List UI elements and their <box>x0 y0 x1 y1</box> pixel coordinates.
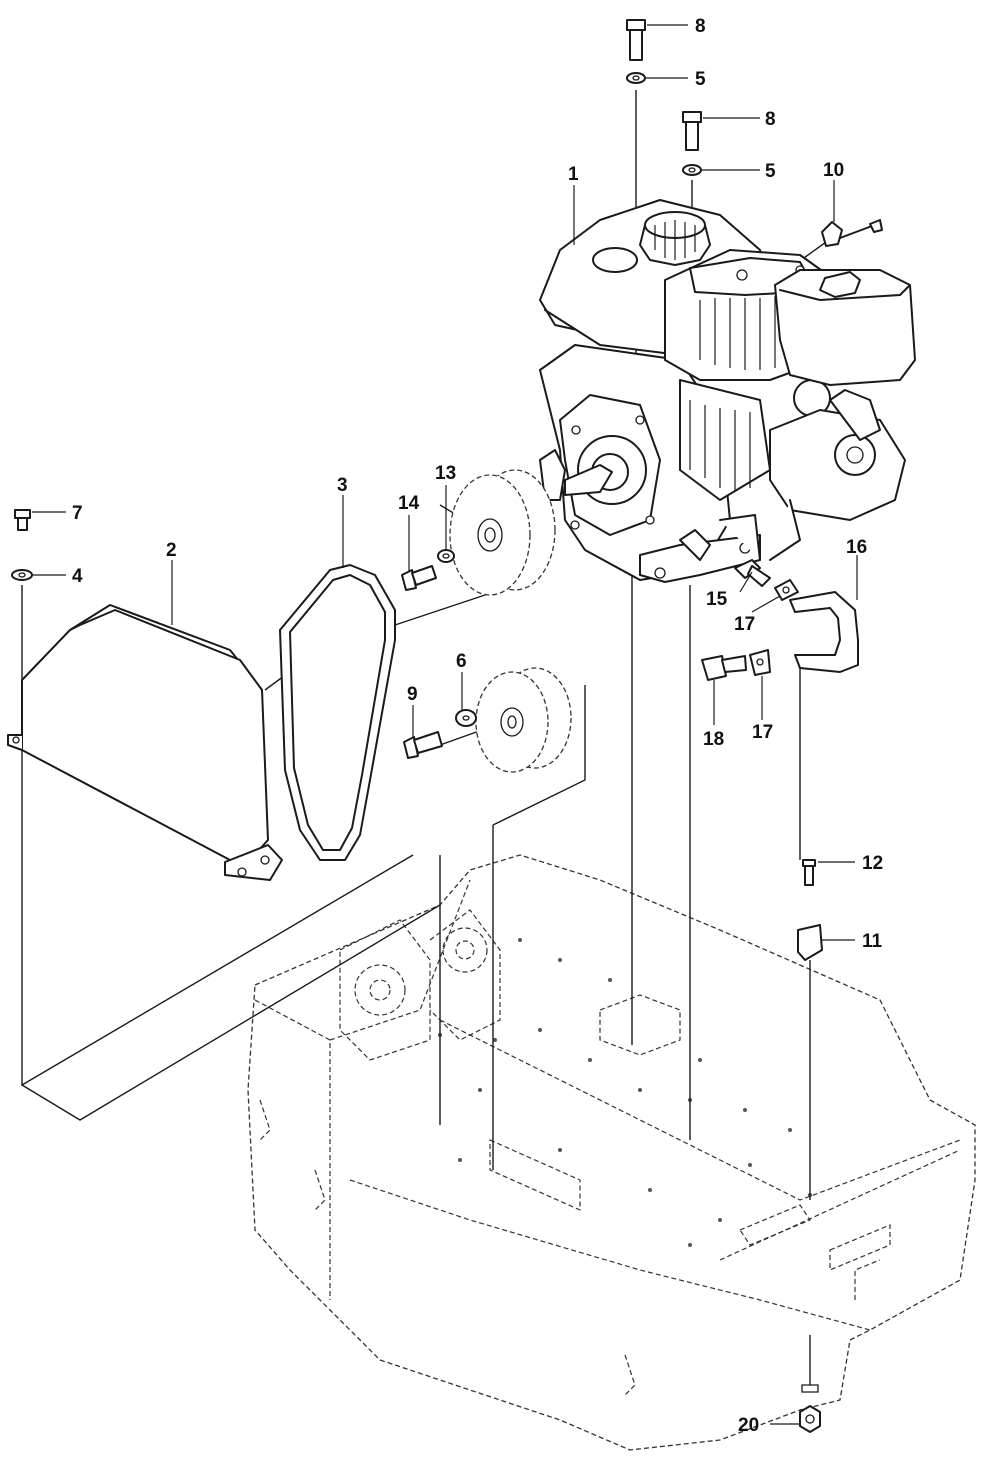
callout-3: 3 <box>337 475 348 496</box>
fitting-15 <box>734 559 771 587</box>
bolt-9 <box>403 731 443 759</box>
engine <box>539 199 916 583</box>
bolt-14 <box>401 565 437 591</box>
drain-plug-18 <box>701 655 747 681</box>
cable-clip-10 <box>821 219 883 247</box>
callout-leaders <box>32 24 858 1425</box>
washer-5-top <box>626 72 646 84</box>
assembly-lines <box>21 90 841 1385</box>
nut-20 <box>799 1384 821 1433</box>
callout-11: 11 <box>862 931 883 952</box>
callout-5-second: 5 <box>765 161 776 182</box>
base-plate <box>247 854 976 1451</box>
callout-2: 2 <box>166 540 177 561</box>
callout-9: 9 <box>407 684 418 705</box>
washer-5-second <box>682 164 702 176</box>
hose-clip-11 <box>797 924 823 961</box>
callout-8-second: 8 <box>765 109 776 130</box>
callout-18: 18 <box>703 729 724 750</box>
callout-14: 14 <box>398 493 420 514</box>
callout-13: 13 <box>435 463 456 484</box>
bolt-8-second <box>682 111 702 151</box>
washer-6 <box>455 709 477 727</box>
callout-labels: 8 5 8 5 1 10 7 4 2 3 14 13 6 9 15 16 17 … <box>72 16 883 1436</box>
callout-16: 16 <box>846 537 867 558</box>
bolt-7 <box>14 509 31 531</box>
callout-8-top: 8 <box>695 16 706 37</box>
v-belt <box>279 564 396 861</box>
engine-pulley <box>449 469 556 596</box>
callout-1: 1 <box>568 164 579 185</box>
callout-5-top: 5 <box>695 69 706 90</box>
driven-pulley <box>475 667 572 773</box>
belt-guard <box>7 604 283 881</box>
callout-17-second: 17 <box>752 722 773 743</box>
callout-15: 15 <box>706 589 728 610</box>
screw-12 <box>802 859 816 886</box>
callout-4: 4 <box>72 566 83 587</box>
callout-6: 6 <box>456 651 467 672</box>
callout-20: 20 <box>738 1415 759 1436</box>
washer-4 <box>11 569 33 581</box>
callout-12: 12 <box>862 853 883 874</box>
callout-10: 10 <box>823 160 844 181</box>
bolt-8-top <box>626 19 646 61</box>
drain-hose-16 <box>789 591 859 673</box>
callout-17-first: 17 <box>734 614 755 635</box>
callout-7: 7 <box>72 503 83 524</box>
washer-13 <box>437 549 455 563</box>
hose-clamp-17b <box>749 649 771 676</box>
